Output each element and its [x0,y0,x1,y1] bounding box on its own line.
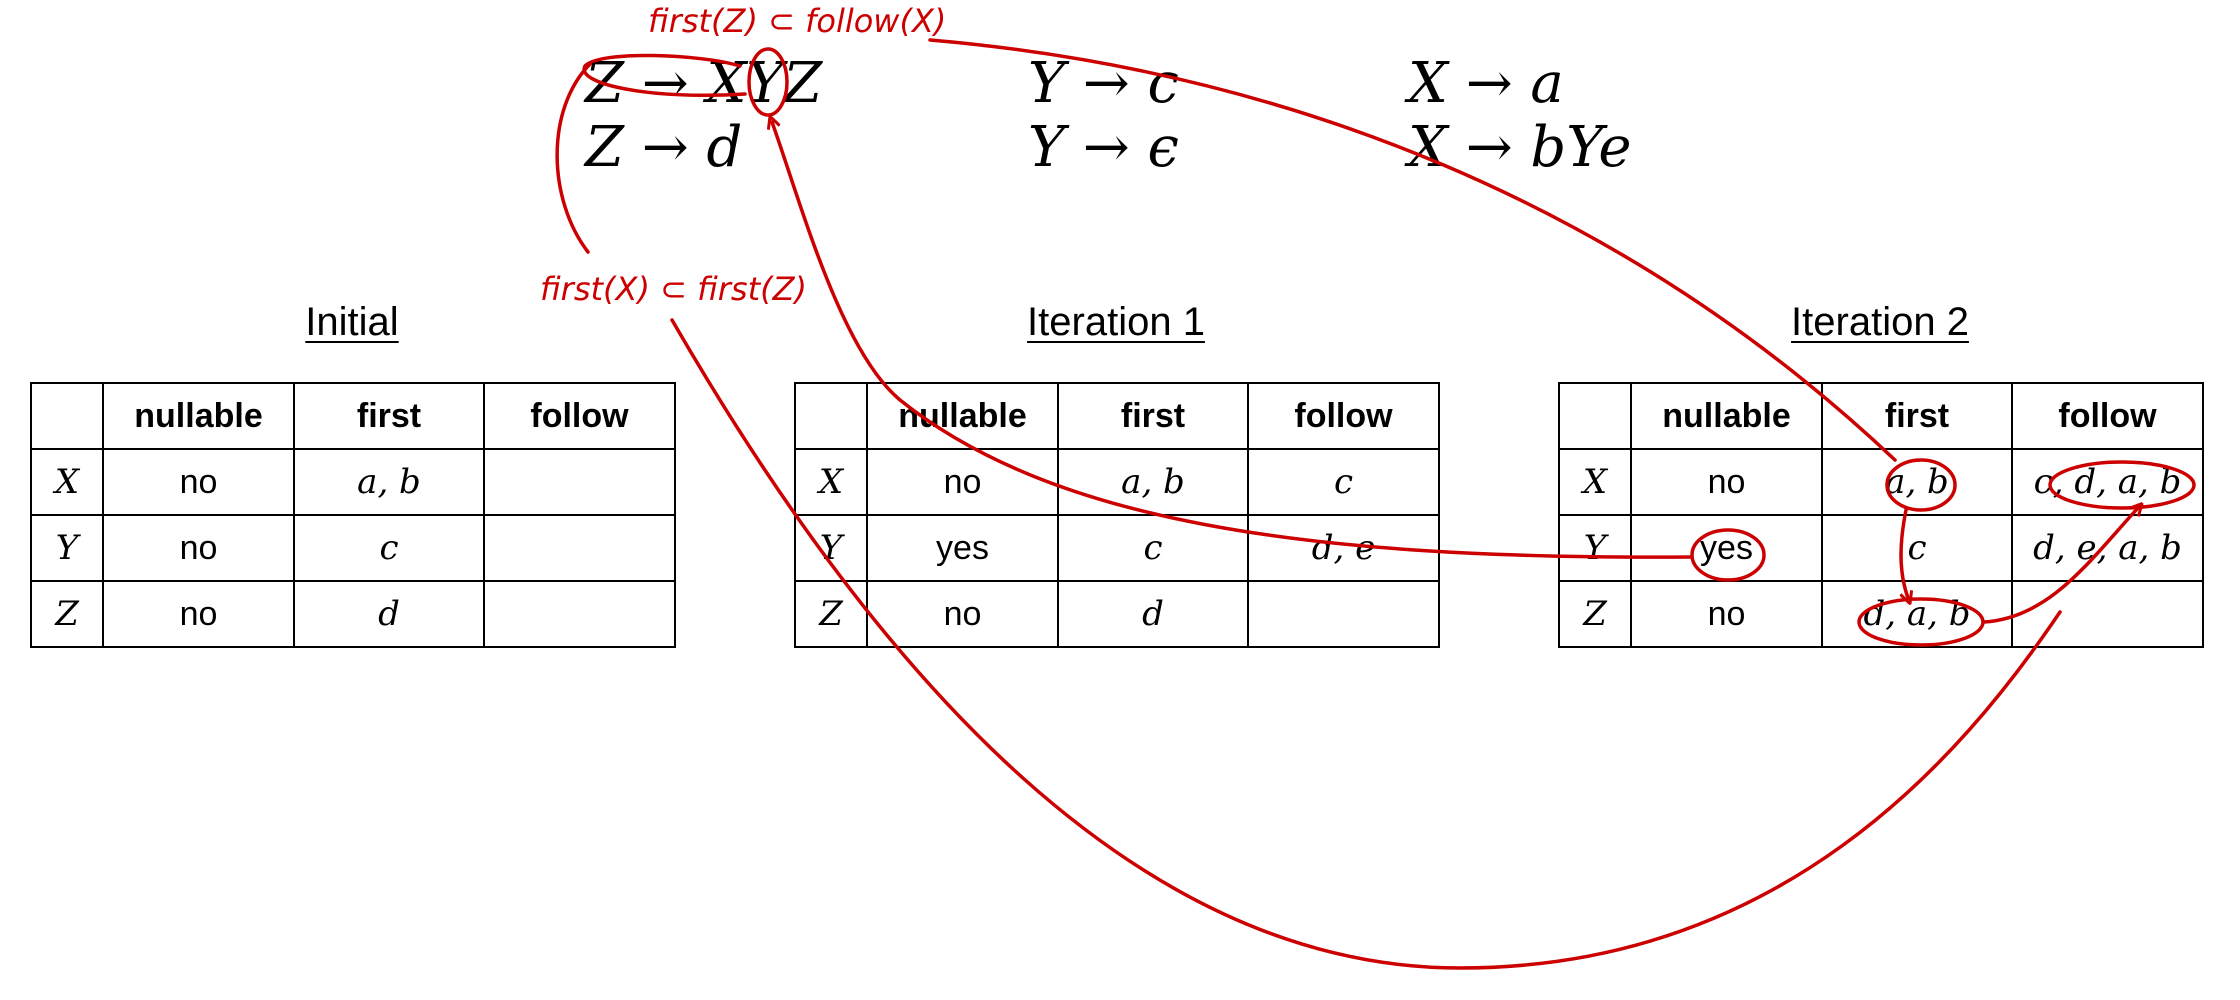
table-row: Z no d [30,580,676,648]
table-row: X no a, b c [794,448,1440,516]
cell-nullable: no [102,580,295,648]
cell-nullable: no [866,448,1059,516]
cell-first: d [293,580,485,648]
annotation-first-z-follow-x: first(Z) ⊂ follow(X) [648,2,946,40]
rule-rhs: c [1147,51,1179,116]
cell-follow: c [1247,448,1440,516]
table-iteration-1: nullable first follow X no a, b c Y yes … [794,382,1440,648]
table-header-row: nullable first follow [1558,382,2204,450]
caption-iteration-1: Iteration 1 [1027,300,1205,344]
rule-rhs: ϵ [1147,115,1179,180]
rule-lhs: Z [585,115,624,180]
cell-first: c [293,514,485,582]
cell-follow: d, e [1247,514,1440,582]
rule-lhs: Y [1028,51,1065,116]
rule-arrow: → [641,51,689,116]
table-row: X no a, b c, d, a, b [1558,448,2204,516]
row-symbol: X [1558,448,1632,516]
cell-first: c [1821,514,2013,582]
header-follow: follow [483,382,676,450]
cell-nullable: yes [866,514,1059,582]
table-header-row: nullable first follow [794,382,1440,450]
header-nullable: nullable [102,382,295,450]
table-initial: nullable first follow X no a, b Y no c Z… [30,382,676,648]
cell-first: d, a, b [1821,580,2013,648]
header-first: first [1057,382,1249,450]
rule-y-epsilon: Y → ϵ [1028,116,1179,180]
cell-follow [483,514,676,582]
cell-first: d [1057,580,1249,648]
row-symbol: Z [1558,580,1632,648]
header-nullable: nullable [866,382,1059,450]
header-empty [1558,382,1632,450]
header-follow: follow [2011,382,2204,450]
header-first: first [293,382,485,450]
row-symbol: Y [794,514,868,582]
header-nullable: nullable [1630,382,1823,450]
cell-follow [483,580,676,648]
cell-nullable: no [102,514,295,582]
cell-nullable: no [102,448,295,516]
cell-first: a, b [293,448,485,516]
rule-y-c: Y → c [1028,52,1179,116]
table-row: Y yes c d, e [794,514,1440,582]
cell-follow [483,448,676,516]
cell-follow [2011,580,2204,648]
rule-rhs: a [1530,51,1564,116]
cell-nullable: no [1630,580,1823,648]
rule-x-a: X → a [1408,52,1564,116]
rule-arrow: → [1082,115,1130,180]
table-row: Y yes c d, e, a, b [1558,514,2204,582]
rule-lhs: X [1408,115,1448,180]
rule-arrow: → [1465,51,1513,116]
table-row: Y no c [30,514,676,582]
table-header-row: nullable first follow [30,382,676,450]
rule-z-xyz: Z → XYZ [585,52,822,116]
table-row: X no a, b [30,448,676,516]
rule-arrow: → [1082,51,1130,116]
header-first: first [1821,382,2013,450]
rule-lhs: Z [585,51,624,116]
cell-follow: d, e, a, b [2011,514,2204,582]
row-symbol: Y [30,514,104,582]
row-symbol: Y [1558,514,1632,582]
header-follow: follow [1247,382,1440,450]
header-empty [794,382,868,450]
rule-lhs: Y [1028,115,1065,180]
rule-lhs: X [1408,51,1448,116]
table-iteration-2: nullable first follow X no a, b c, d, a,… [1558,382,2204,648]
row-symbol: X [30,448,104,516]
rule-rhs: XYZ [706,51,823,116]
caption-initial: Initial [305,300,399,344]
rule-rhs: bYe [1530,115,1632,180]
cell-nullable: no [866,580,1059,648]
rule-arrow: → [1465,115,1513,180]
cell-nullable: yes [1630,514,1823,582]
header-empty [30,382,104,450]
row-symbol: Z [794,580,868,648]
cell-first: a, b [1057,448,1249,516]
caption-iteration-2: Iteration 2 [1791,300,1969,344]
cell-follow [1247,580,1440,648]
row-symbol: Z [30,580,104,648]
cell-nullable: no [1630,448,1823,516]
rule-rhs: d [706,115,743,180]
cell-first: a, b [1821,448,2013,516]
rule-arrow: → [641,115,689,180]
table-row: Z no d, a, b [1558,580,2204,648]
rule-x-bye: X → bYe [1408,116,1632,180]
table-row: Z no d [794,580,1440,648]
row-symbol: X [794,448,868,516]
cell-follow: c, d, a, b [2011,448,2204,516]
rule-z-d: Z → d [585,116,742,180]
cell-first: c [1057,514,1249,582]
